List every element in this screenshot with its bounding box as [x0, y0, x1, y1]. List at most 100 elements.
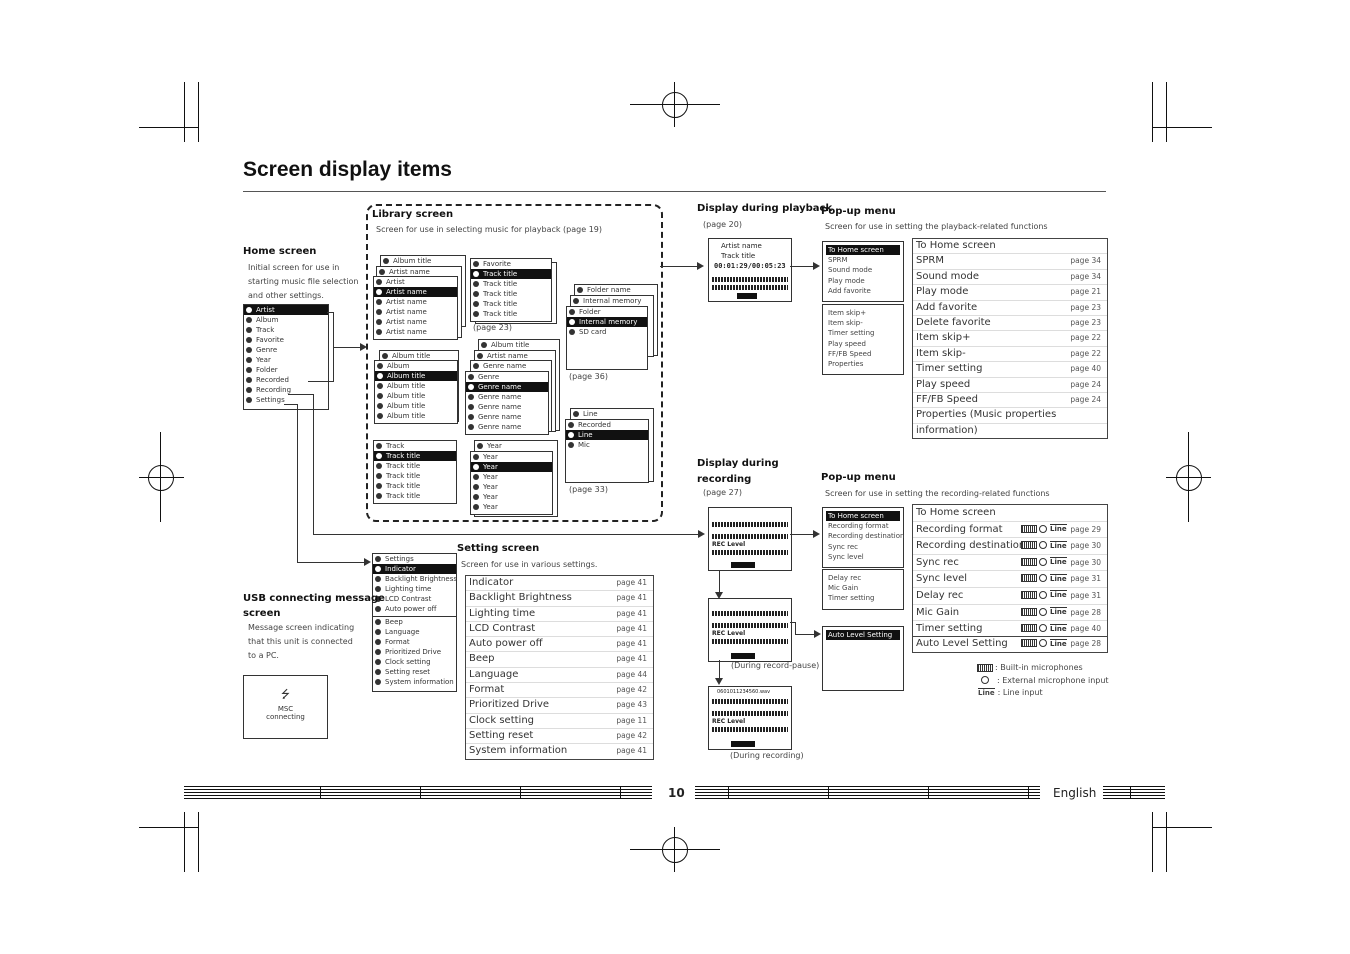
title-rule: [243, 191, 1106, 192]
row-label: Indicator: [469, 577, 514, 588]
row-label: Timer setting: [916, 363, 983, 375]
row-page-ref: page 22: [1070, 348, 1101, 358]
row-label: Auto power off: [469, 638, 543, 650]
table-row: Lighting time page 41: [466, 607, 653, 622]
table-row: Item skip-page 22: [913, 347, 1107, 363]
row-label: Language: [469, 668, 519, 680]
row-page-ref: page 41: [616, 623, 647, 633]
footer-bar-left: [184, 786, 652, 800]
popup-playback-menu2: Item skip+ Item skip- Timer setting Play…: [822, 304, 904, 375]
row-page-ref: page 28: [1070, 607, 1101, 617]
popup-recording-menu2: Delay rec Mic Gain Timer setting: [822, 569, 904, 610]
row-label: Sync level: [916, 573, 968, 585]
row-label: information): [916, 424, 978, 436]
page-title: Screen display items: [243, 158, 452, 181]
row-page-ref: page 31: [1070, 574, 1101, 584]
input-source-icons: Line: [1021, 555, 1067, 571]
row-label: Add favorite: [916, 301, 978, 313]
row-page-ref: page 24: [1070, 379, 1101, 389]
row-label: To Home screen: [916, 240, 996, 251]
crop-mark: [1152, 127, 1212, 128]
footer-bar-end: [1103, 786, 1165, 800]
album-lcd: Album Album title Album title Album titl…: [374, 360, 458, 424]
row-label: Delay rec: [916, 589, 964, 601]
row-label: Clock setting: [469, 714, 535, 726]
row-page-ref: page 34: [1070, 271, 1101, 281]
crop-mark: [139, 127, 199, 128]
row-label: LCD Contrast: [469, 622, 536, 634]
home-heading: Home screen: [243, 246, 317, 257]
table-row: Clock setting page 11: [466, 714, 653, 729]
row-page-ref: page 30: [1070, 541, 1101, 551]
table-row: LCD Contrast page 41: [466, 622, 653, 638]
row-page-ref: page 34: [1070, 256, 1101, 266]
row-page-ref: page 31: [1070, 590, 1101, 600]
row-page-ref: page 23: [1070, 317, 1101, 327]
record-pause-lcd: REC Level: [708, 598, 792, 662]
row-label: Beep: [469, 653, 495, 665]
input-source-icons: Line: [1021, 538, 1067, 554]
row-label: Backlight Brightness: [469, 592, 572, 604]
row-page-ref: page 41: [616, 608, 647, 618]
row-label: Recording destination: [916, 540, 1026, 552]
row-label: Recording format: [916, 523, 1003, 535]
row-label: Timer setting: [916, 623, 983, 635]
row-page-ref: page 42: [616, 730, 647, 740]
usb-icon: ⭍: [280, 688, 291, 701]
table-row: To Home screen: [913, 505, 1107, 522]
row-label: Lighting time: [469, 607, 536, 619]
table-row: information): [913, 424, 1107, 438]
row-page-ref: page 43: [616, 700, 647, 710]
playback-lcd: Artist name Track title 00:01:29/00:05:2…: [708, 238, 792, 302]
row-label: To Home screen: [916, 507, 996, 518]
table-row: To Home screen: [913, 239, 1107, 255]
usb-lcd: ⭍ MSC connecting: [243, 675, 328, 739]
table-row: Properties (Music properties: [913, 408, 1107, 424]
popup-playback-menu1: To Home screen SPRM Sound mode Play mode…: [822, 241, 904, 302]
row-page-ref: page 41: [616, 593, 647, 603]
row-label: Sound mode: [916, 270, 980, 282]
recorded-lcd: Recorded Line Mic: [565, 419, 649, 483]
table-row: Sound mode page 34: [913, 270, 1107, 286]
row-page-ref: page 24: [1070, 394, 1101, 404]
crop-mark: [1166, 812, 1167, 872]
library-desc: Screen for use in selecting music for pl…: [376, 225, 602, 234]
crop-mark: [1166, 82, 1167, 142]
recording-active-lcd: 0601011234560.wav REC Level: [708, 686, 792, 750]
language-label: English: [1053, 786, 1097, 800]
settings-lcd-1: Settings Indicator Backlight Brightness …: [372, 553, 457, 617]
row-label: Setting reset: [469, 729, 534, 741]
row-label: Mic Gain: [916, 606, 960, 618]
settings-heading: Setting screen: [457, 543, 540, 554]
popup-playback-heading: Pop-up menu: [821, 206, 896, 217]
favorite-lcd: Favorite Track title Track title Track t…: [470, 258, 552, 322]
crop-mark: [198, 812, 199, 872]
crop-mark: [1152, 812, 1153, 872]
table-row: Backlight Brightness page 41: [466, 591, 653, 607]
row-label: Delete favorite: [916, 316, 991, 328]
row-label: Play mode: [916, 286, 969, 298]
library-group: [366, 204, 663, 522]
row-page-ref: page 30: [1070, 557, 1101, 567]
row-page-ref: page 11: [616, 715, 647, 725]
crop-mark: [198, 82, 199, 142]
row-label: Prioritized Drive: [469, 699, 550, 711]
